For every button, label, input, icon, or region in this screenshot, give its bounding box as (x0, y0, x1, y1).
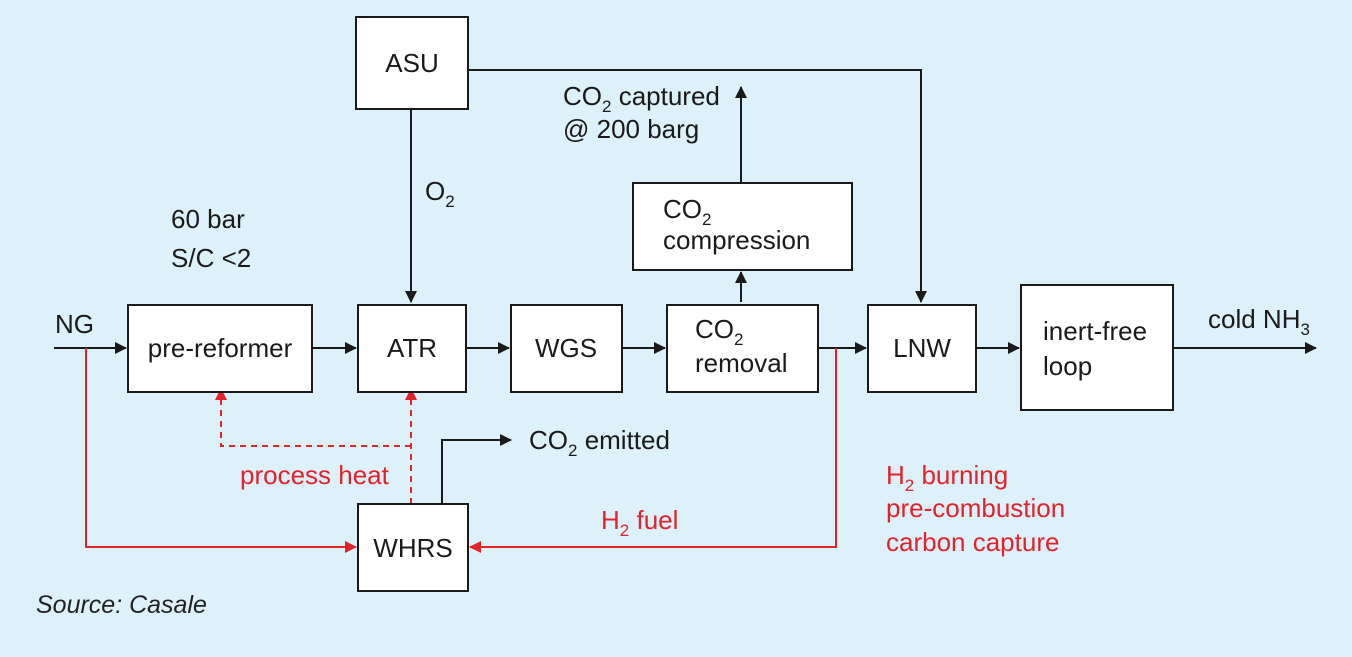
ng-fuel-to-whrs-arrow (85, 348, 357, 553)
pre-combustion-label: pre-combustion (886, 493, 1065, 523)
ng-label: NG (55, 309, 94, 339)
process-heat-label: process heat (240, 460, 390, 490)
co2-removal-block (666, 304, 819, 393)
atr-block (357, 304, 467, 393)
co2-captured-label-line1: CO2 captured (563, 81, 720, 116)
whrs-block (357, 503, 469, 592)
carbon-capture-label: carbon capture (886, 527, 1059, 557)
inert-free-loop-label-line1: inert-free (1043, 316, 1147, 346)
wgs-label: WGS (535, 333, 597, 363)
h2-fuel-label: H2 fuel (601, 505, 678, 540)
co2-emitted-label: CO2 emitted (529, 425, 670, 460)
lnw-label: LNW (893, 333, 951, 363)
h2-fuel-to-whrs-arrow (469, 348, 837, 553)
pre-reformer-block (127, 304, 313, 393)
source-credit: Source: Casale (36, 591, 207, 619)
co2-removal-label-line2: removal (695, 348, 787, 378)
o2-label: O2 (425, 176, 455, 211)
co2-captured-label-line2: @ 200 barg (563, 114, 699, 144)
asu-to-lnw-arrow (468, 69, 927, 303)
asu-label: ASU (385, 48, 438, 78)
cold-nh3-label: cold NH3 (1208, 304, 1310, 339)
inert-free-loop-block (1020, 284, 1174, 411)
co2-emitted-arrow (441, 434, 512, 504)
co2-compression-block (632, 182, 853, 271)
co2-removal-label-line1: CO2 (695, 314, 743, 349)
wgs-block (510, 304, 623, 393)
process-heat-to-prereformer-arrow (215, 388, 411, 447)
asu-block (355, 16, 469, 110)
conditions-label-line2: S/C <2 (171, 243, 251, 273)
lnw-block (867, 304, 977, 393)
whrs-label: WHRS (373, 533, 452, 563)
pre-reformer-label: pre-reformer (148, 333, 293, 363)
co2-compression-label-line1: CO2 (663, 194, 711, 229)
h2-burning-label: H2 burning (886, 460, 1008, 495)
atr-label: ATR (387, 333, 437, 363)
inert-free-loop-label-line2: loop (1043, 351, 1092, 381)
co2-compression-label-line2: compression (663, 225, 810, 255)
conditions-label-line1: 60 bar (171, 204, 245, 234)
